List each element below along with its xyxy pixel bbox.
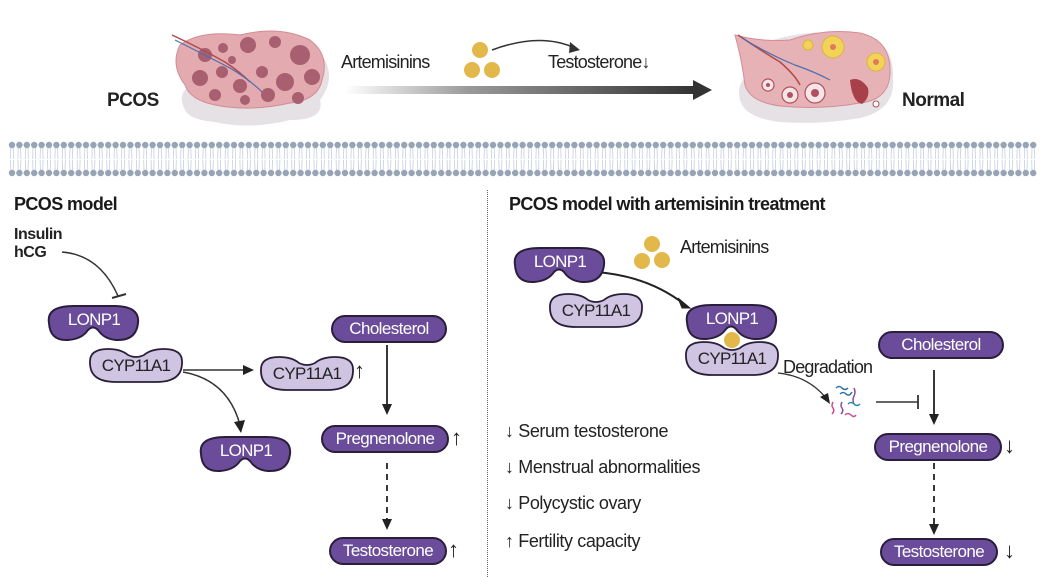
main-transition-arrow (345, 80, 712, 100)
degraded-protein-fragments-icon (831, 385, 861, 418)
pcos-label: PCOS (107, 90, 159, 111)
right-testosterone-arrow-icon: ↓ (1004, 538, 1015, 563)
release-arrow (182, 371, 241, 426)
outcome-item: ↓ Polycystic ovary (505, 493, 641, 514)
degradation-arrow (777, 372, 827, 399)
lonp1-bottom: LONP1 (199, 436, 292, 473)
left-testosterone-arrow-icon: ↑ (448, 537, 459, 562)
degradation-label: Degradation (783, 357, 873, 377)
stimulus-hcg: hCG (14, 244, 47, 261)
stimulus-insulin: Insulin (14, 226, 63, 243)
right-drug-label: Artemisinins (680, 237, 769, 257)
outcome-text: Serum testosterone (518, 421, 669, 441)
artemisinin-molecules-icon (634, 236, 670, 269)
normal-ovary-icon (734, 31, 894, 123)
outcome-arrow-icon: ↓ (505, 457, 514, 477)
outcome-arrow-icon: ↑ (505, 531, 514, 551)
cyp11a1-left: CYP11A1 (89, 348, 183, 383)
down-arrow-icon: ↓ (641, 52, 650, 72)
right-testosterone-pill: Testosterone (880, 538, 998, 566)
left-pregnenolone-arrow-icon: ↑ (451, 425, 462, 450)
right-pregnenolone-arrow-icon: ↓ (1004, 433, 1015, 458)
cyp11a1-complex-label: CYP11A1 (698, 349, 767, 368)
outcome-text: Polycystic ovary (518, 493, 641, 513)
right-pregnenolone-pill: Pregnenolone (874, 433, 1002, 461)
cyp11a1-right-label: CYP11A1 (273, 364, 342, 383)
normal-label: Normal (902, 90, 965, 111)
cell-membrane (8, 141, 1037, 177)
lonp1-bottom-label: LONP1 (220, 441, 272, 460)
right-cholesterol-pill: Cholesterol (878, 331, 1004, 359)
cyp11a1-left-label: CYP11A1 (102, 356, 171, 375)
lonp1-free-label: LONP1 (534, 252, 586, 271)
top-effect-label: Testosterone↓ (548, 52, 650, 73)
left-diagram-arrows (61, 251, 392, 530)
cyp11a1-right: CYP11A1 (260, 356, 354, 391)
left-panel-title: PCOS model (14, 194, 118, 214)
top-drug-label: Artemisinins (341, 52, 430, 72)
outcome-text: Fertility capacity (518, 531, 641, 551)
lonp1-cyp11a1-complex: LONP1 CYP11A1 (685, 304, 779, 376)
lonp1-top: LONP1 (47, 305, 140, 342)
left-cholesterol-pill: Cholesterol (331, 315, 447, 343)
artemisinin-molecules-icon (464, 42, 500, 78)
lonp1-complex-label: LONP1 (706, 309, 758, 328)
outcome-item: ↓ Menstrual abnormalities (505, 457, 701, 478)
cyp-increase-arrow-icon: ↑ (354, 358, 365, 383)
top-effect-text: Testosterone (548, 52, 642, 72)
outcome-text: Menstrual abnormalities (518, 457, 701, 477)
outcome-arrow-icon: ↓ (505, 421, 514, 441)
curved-arrow (491, 39, 576, 51)
lonp1-top-label: LONP1 (68, 310, 120, 329)
outcome-item: ↑ Fertility capacity (505, 531, 640, 552)
binding-arrow (595, 271, 685, 305)
panel-divider (487, 190, 488, 577)
bound-artemisinin-icon (724, 332, 740, 348)
lonp1-free: LONP1 (513, 247, 606, 284)
right-panel-title: PCOS model with artemisinin treatment (509, 194, 825, 214)
inhibition-arrow (61, 251, 119, 297)
right-diagram-arrows (595, 236, 939, 535)
cyp11a1-free-label: CYP11A1 (562, 301, 631, 320)
cyp11a1-free: CYP11A1 (549, 293, 643, 328)
stimuli-label: Insulin hCG (14, 226, 63, 262)
left-pregnenolone-pill: Pregnenolone (321, 425, 449, 453)
left-testosterone-pill: Testosterone (329, 537, 447, 565)
top-illustration (171, 30, 894, 126)
outcome-arrow-icon: ↓ (505, 493, 514, 513)
outcome-item: ↓ Serum testosterone (505, 421, 669, 442)
pcos-ovary-icon (171, 30, 329, 126)
